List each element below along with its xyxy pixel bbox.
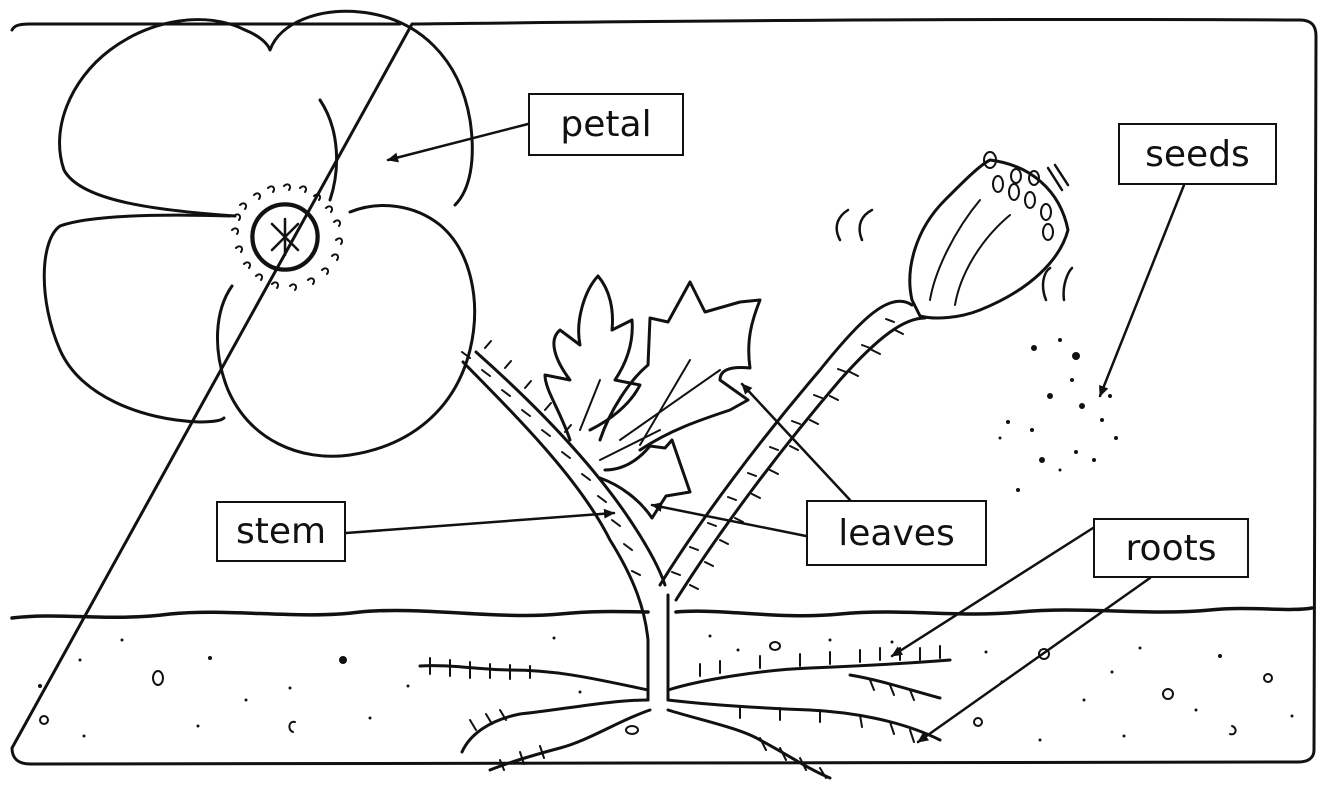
petal-bottom-right [217, 206, 474, 457]
leaf-1 [545, 276, 640, 440]
leader-petal [388, 124, 528, 160]
leader-stem [346, 513, 614, 533]
leader-roots-2 [918, 578, 1150, 742]
root-main-right [668, 660, 950, 690]
seed-pod [837, 152, 1072, 318]
leader-seeds [1100, 185, 1184, 396]
soil-speckles [40, 642, 1272, 734]
pod-holes [984, 152, 1053, 240]
flower-head [44, 11, 474, 456]
leader-lines [346, 124, 1184, 742]
falling-seeds [999, 338, 1119, 492]
label-petal-text: petal [560, 104, 651, 145]
leader-leaves-2 [652, 505, 806, 536]
plant-leaves [545, 276, 760, 518]
label-seeds-text: seeds [1145, 134, 1250, 175]
ground-line [12, 608, 1312, 618]
label-roots: roots [1093, 518, 1249, 578]
petal-left [44, 215, 230, 422]
root-main-left [420, 666, 648, 690]
plant-roots [420, 646, 950, 778]
stem-left-inner [476, 352, 665, 585]
label-leaves: leaves [806, 500, 987, 566]
soil-dots [38, 635, 1294, 742]
label-roots-text: roots [1126, 528, 1217, 569]
label-stem-text: stem [236, 511, 326, 552]
label-stem: stem [216, 501, 346, 562]
stamens [232, 184, 342, 290]
label-seeds: seeds [1118, 123, 1277, 185]
label-leaves-text: leaves [838, 513, 954, 554]
shake-marks [837, 165, 1072, 300]
petal-top [60, 11, 473, 216]
stem-left [463, 362, 648, 700]
label-petal: petal [528, 93, 684, 156]
leaf-3 [600, 440, 690, 518]
